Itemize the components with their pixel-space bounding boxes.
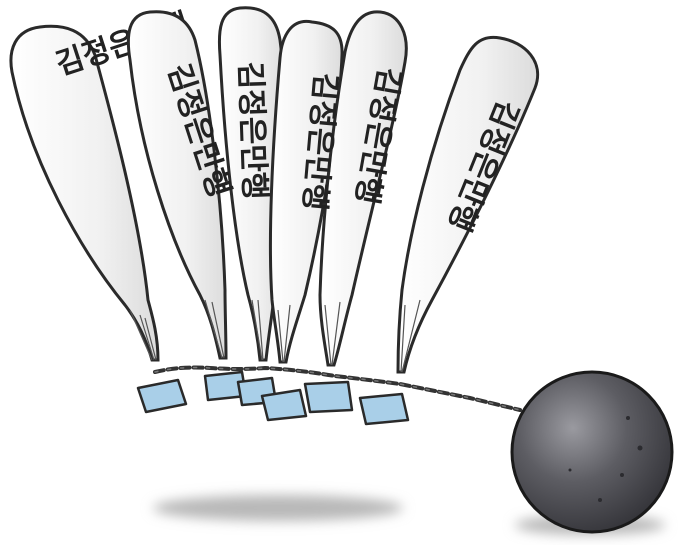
chain [153,365,522,412]
balloon-2 [126,10,228,360]
shackles [136,370,410,426]
ground-shadow-left [153,495,403,521]
iron-ball-pits [568,416,643,502]
balloon-3-label: 김정은만행 [232,61,272,200]
shackle-5 [303,380,354,414]
balloon-5 [318,10,408,367]
shackle-6 [358,392,410,426]
shackle-4 [260,388,308,422]
shackle-1 [136,378,188,414]
balloon-6 [396,35,540,374]
iron-ball [510,370,674,534]
